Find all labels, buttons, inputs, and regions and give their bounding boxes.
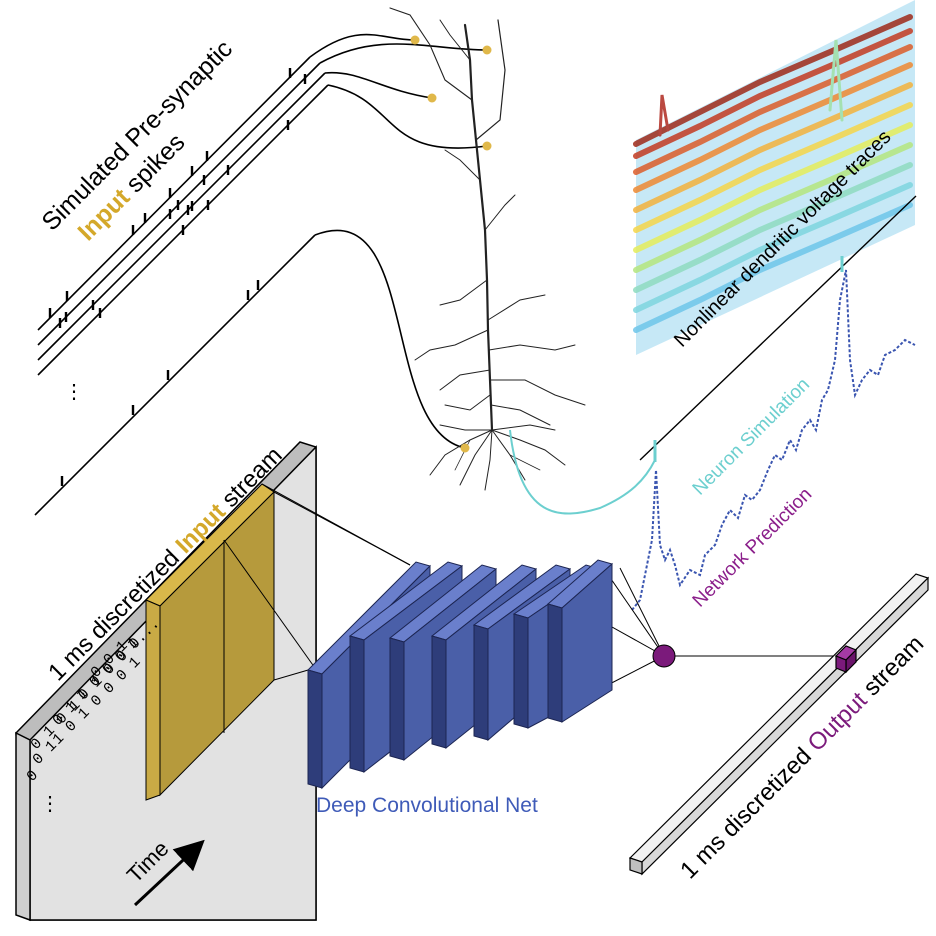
dendritic-traces-panel xyxy=(633,0,915,355)
network-prediction-label: Network Prediction xyxy=(689,484,817,612)
conv-layer xyxy=(546,559,614,723)
time-arrow-icon xyxy=(133,839,205,907)
output-stream-bar xyxy=(628,573,930,876)
neuron-morphology-icon xyxy=(389,7,586,491)
axon-curve xyxy=(314,229,466,449)
neuron-simulation-label: Neuron Simulation xyxy=(689,374,814,499)
simulation-baseline xyxy=(639,195,917,461)
output-stream-label: 1 ms discretized Output stream xyxy=(675,630,929,884)
spike-train-line xyxy=(37,56,311,331)
spike-train-line xyxy=(37,72,326,361)
deep-net-label: Deep Convolutional Net xyxy=(316,794,538,817)
spike-ticks xyxy=(48,68,307,486)
axon-curve xyxy=(319,43,488,64)
spike-train-line xyxy=(34,234,316,516)
spike-trains xyxy=(34,33,488,516)
neuron-simulation-curve xyxy=(509,429,656,515)
output-node-icon xyxy=(652,644,676,668)
deep-conv-net xyxy=(307,559,614,790)
input-stream-panel xyxy=(15,441,317,922)
axon-curve xyxy=(327,84,488,149)
network-prediction-trace xyxy=(631,269,916,611)
axon-curve xyxy=(309,33,416,58)
binary-ellipsis: ⋮ xyxy=(40,793,60,815)
axon-curve xyxy=(324,71,433,99)
spike-ellipsis: ⋮ xyxy=(64,381,84,403)
